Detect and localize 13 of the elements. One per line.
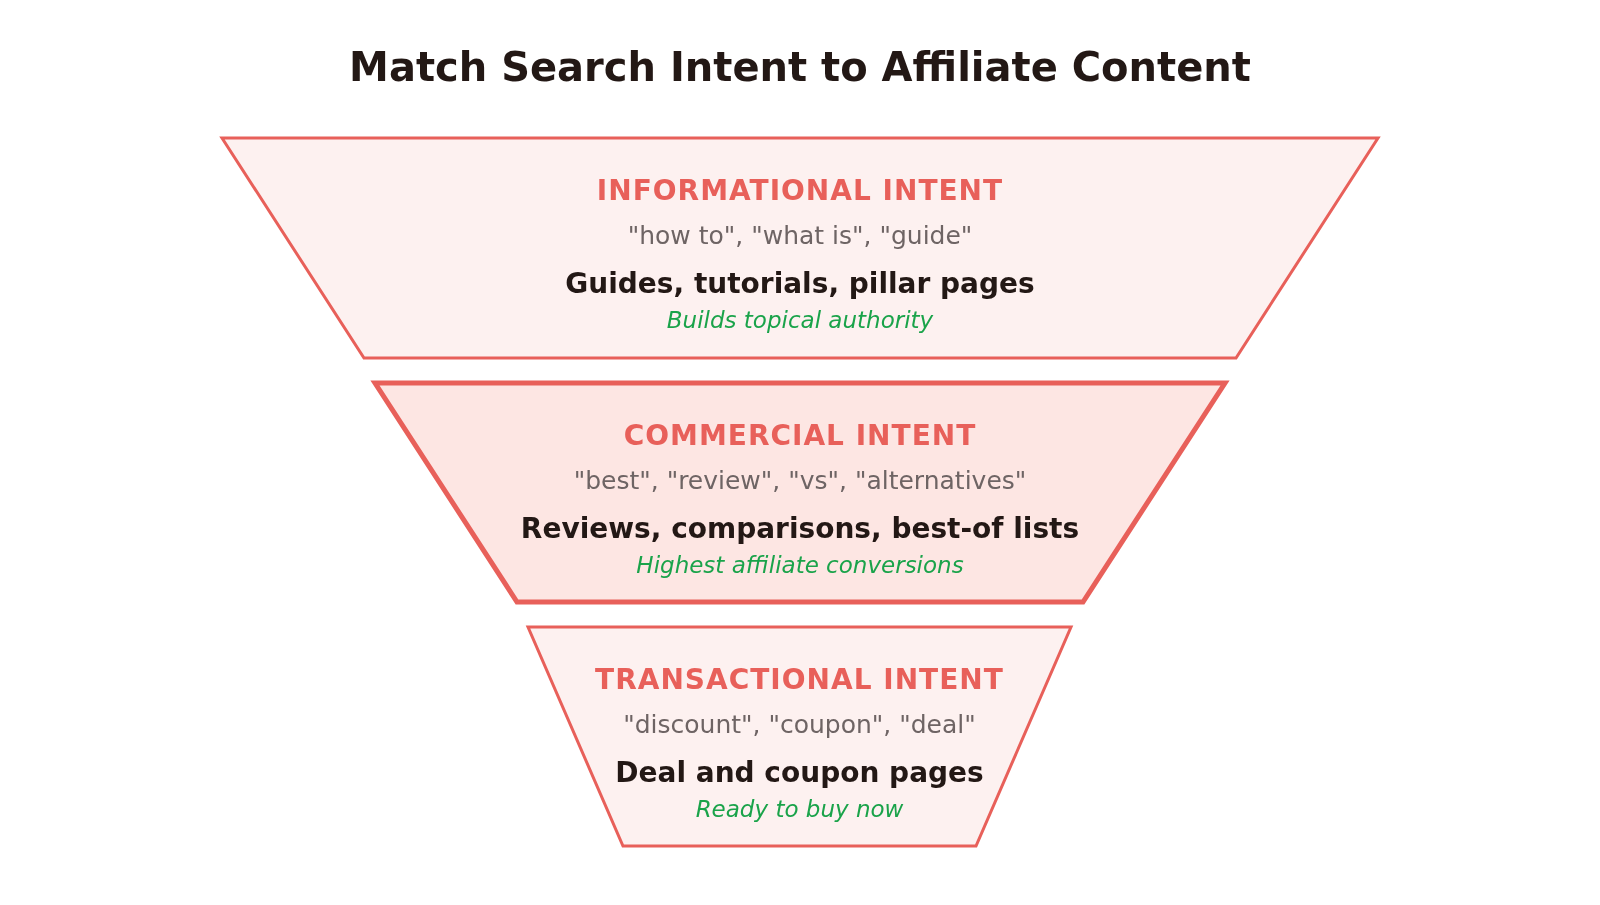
search-keywords: "best", "review", "vs", "alternatives"	[572, 466, 1028, 495]
outcome-note: Highest affiliate conversions	[635, 552, 965, 578]
content-type: Deal and coupon pages	[614, 756, 985, 789]
content-type: Guides, tutorials, pillar pages	[564, 267, 1036, 300]
search-keywords: "discount", "coupon", "deal"	[622, 710, 977, 739]
intent-heading: INFORMATIONAL INTENT	[595, 174, 1005, 207]
outcome-note: Builds topical authority	[665, 307, 935, 333]
content-type: Reviews, comparisons, best-of lists	[519, 512, 1081, 545]
intent-heading: COMMERCIAL INTENT	[622, 419, 978, 452]
search-keywords: "how to", "what is", "guide"	[626, 221, 974, 250]
intent-heading: TRANSACTIONAL INTENT	[594, 663, 1005, 696]
diagram-title: Match Search Intent to Affiliate Content	[348, 44, 1252, 90]
outcome-note: Ready to buy now	[694, 796, 905, 822]
